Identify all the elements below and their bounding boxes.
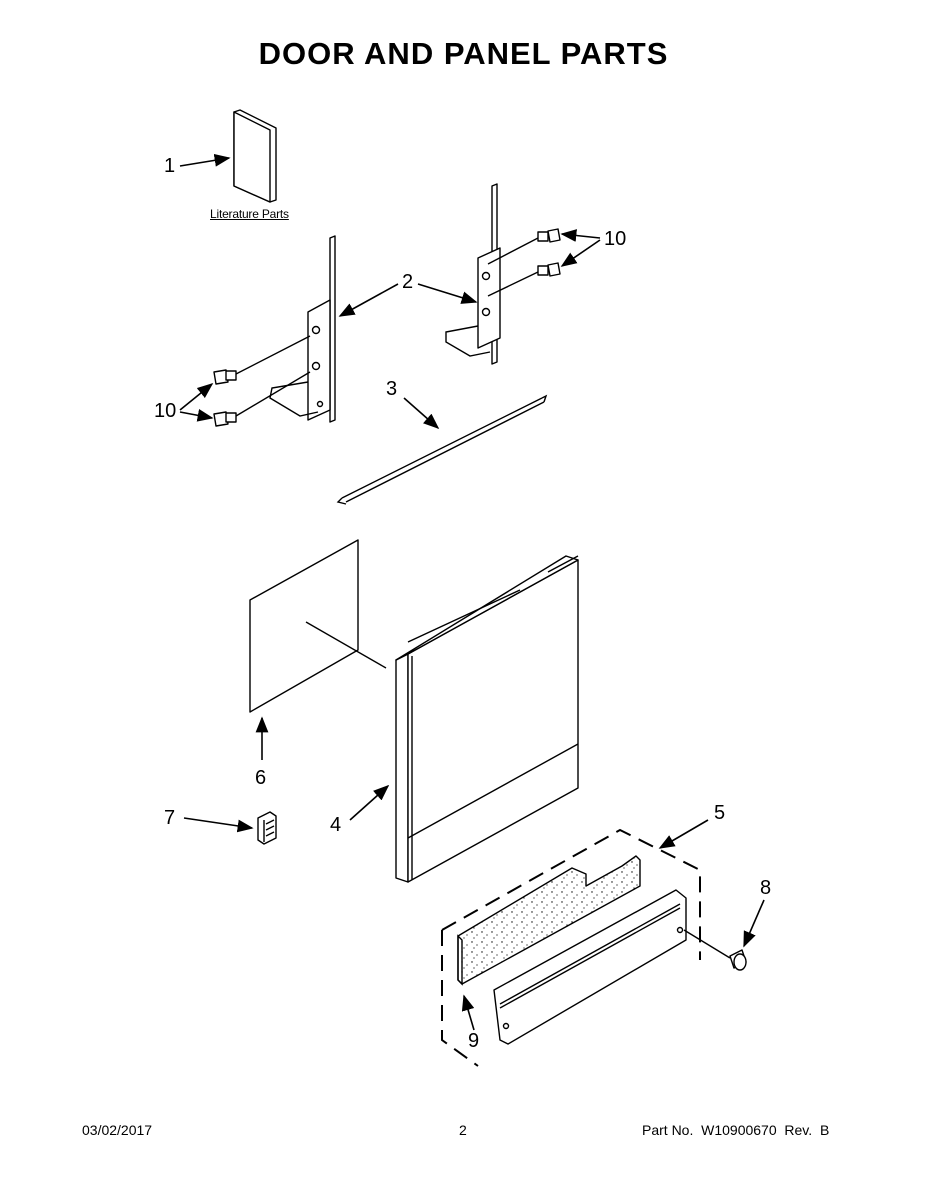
- screw-right-upper: [537, 228, 561, 243]
- leader-2a: [338, 283, 399, 317]
- page-title: DOOR AND PANEL PARTS: [258, 36, 669, 71]
- callout-6: 6: [255, 767, 267, 789]
- callout-10-right: 10: [604, 228, 627, 250]
- callout-9: 9: [468, 1030, 480, 1052]
- screw-left-lower: [213, 411, 237, 427]
- callout-4: 4: [330, 814, 342, 836]
- leader-10a-2: [179, 409, 214, 422]
- callout-10-left: 10: [154, 400, 177, 422]
- toe-panel-assembly-outline: [441, 828, 701, 960]
- toe-panel-screw: [729, 949, 747, 971]
- leader-10a-1: [179, 382, 214, 411]
- leader-1: [179, 154, 231, 167]
- leader-5: [658, 819, 709, 849]
- callout-3: 3: [386, 378, 398, 400]
- footer-part-number: Part No. W10900670 Rev. B: [642, 1122, 830, 1138]
- literature-parts-label: Literature Parts: [210, 207, 289, 221]
- leader-7: [183, 817, 254, 833]
- leader-10b-1: [560, 229, 601, 242]
- door-clip: [257, 811, 277, 845]
- leader-10b-2: [560, 239, 601, 267]
- footer-date: 03/02/2017: [82, 1122, 153, 1138]
- footer-page-number: 2: [459, 1122, 467, 1138]
- leader-2b: [417, 283, 478, 304]
- leader-3: [403, 397, 440, 430]
- callout-7: 7: [164, 807, 176, 829]
- leader-9: [461, 994, 475, 1031]
- screw-right-lower: [537, 262, 561, 277]
- door-rod: [336, 394, 548, 505]
- screw-left-upper: [213, 369, 237, 385]
- toe-panel: [493, 889, 687, 1045]
- leader-8: [743, 899, 765, 948]
- callout-8: 8: [760, 877, 772, 899]
- hinge-bracket-right: [445, 183, 501, 365]
- callout-1: 1: [164, 155, 176, 177]
- leader-4: [349, 784, 390, 821]
- callout-2: 2: [402, 271, 414, 293]
- outer-door: [395, 555, 579, 883]
- callout-5: 5: [714, 802, 726, 824]
- hinge-bracket-left: [269, 235, 336, 423]
- literature-booklet: [233, 109, 277, 203]
- door-panel-sheet: [249, 539, 359, 713]
